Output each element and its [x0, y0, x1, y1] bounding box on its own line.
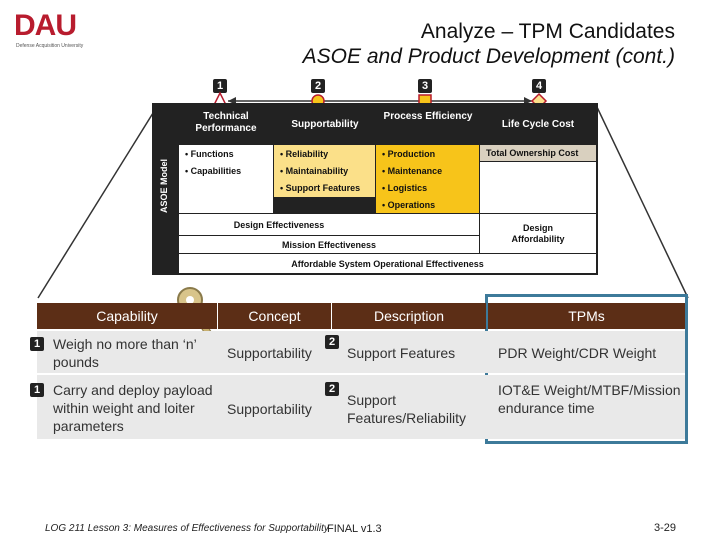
asoe-header-process: Process Efficiency — [383, 111, 473, 122]
asoe-item: • Maintainability — [280, 166, 349, 176]
asoe-header-technical: Technical Performance — [195, 111, 257, 134]
capability-cell: Carry and deploy payload within weight a… — [53, 382, 213, 434]
asoe-col-lcc: Total Ownership Cost — [480, 145, 596, 161]
asoe-ase-row: Affordable System Operational Effectiven… — [179, 254, 596, 273]
marker-1-badge: 1 — [213, 79, 227, 93]
asoe-model-diagram: ASOE Model Technical Performance Support… — [152, 103, 598, 275]
page-subtitle: ASOE and Product Development (cont.) — [302, 45, 675, 68]
description-cell: Support Features — [347, 345, 456, 361]
asoe-item: • Operations — [382, 200, 436, 210]
asoe-col-process: • Production • Maintenance • Logistics •… — [376, 145, 479, 213]
asoe-mission-effectiveness: Mission Effectiveness — [179, 236, 479, 253]
row-badge: 2 — [325, 382, 339, 396]
marker-2-badge: 2 — [311, 79, 325, 93]
asoe-side-label-box: ASOE Model — [154, 153, 174, 223]
asoe-header-lcc: Life Cycle Cost — [501, 119, 575, 130]
asoe-side-label: ASOE Model — [159, 159, 169, 214]
page-title: Analyze – TPM Candidates — [420, 20, 675, 43]
table-header-concept: Concept — [218, 303, 331, 329]
asoe-design-affordability: Design Affordability — [480, 214, 596, 253]
concept-cell: Supportability — [227, 345, 312, 361]
dau-logo: DAU Defense Acquisition University — [14, 10, 114, 52]
tpms-cell: PDR Weight/CDR Weight — [498, 345, 657, 361]
capability-cell: Weigh no more than ‘n’ pounds — [53, 336, 197, 370]
footer-page-number: 3-29 — [654, 522, 677, 534]
footer-course: LOG 211 Lesson 3: Measures of Effectiven… — [45, 523, 329, 534]
marker-3-badge: 3 — [418, 79, 432, 93]
row-badge: 1 — [30, 383, 44, 397]
asoe-col-technical: • Functions • Capabilities — [179, 145, 273, 213]
logo-subtext: Defense Acquisition University — [16, 43, 84, 49]
tpms-cell: IOT&E Weight/MTBF/Mission endurance time — [498, 382, 681, 416]
asoe-design-effectiveness-label: Design Effectiveness — [233, 220, 325, 230]
table-row — [37, 331, 685, 373]
row-badge: 2 — [325, 335, 339, 349]
asoe-item: • Functions — [185, 149, 234, 159]
asoe-item: • Logistics — [382, 183, 428, 193]
table-header-tpms: TPMs — [488, 303, 685, 329]
description-cell: Support Features/Reliability — [347, 392, 467, 426]
asoe-item: • Maintenance — [382, 166, 443, 176]
asoe-ase-label: Affordable System Operational Effectiven… — [291, 259, 484, 269]
asoe-header-supportability: Supportability — [291, 119, 359, 130]
asoe-item: • Reliability — [280, 149, 329, 159]
asoe-design-affordability-label: Design Affordability — [511, 223, 565, 244]
asoe-lcc-blank — [480, 162, 596, 213]
table-row — [37, 375, 685, 439]
asoe-item: • Capabilities — [185, 166, 242, 176]
logo-text: DAU — [14, 9, 77, 42]
asoe-mission-effectiveness-label: Mission Effectiveness — [281, 240, 377, 250]
asoe-item: Total Ownership Cost — [486, 148, 579, 158]
table-header-description: Description — [332, 303, 486, 329]
asoe-col-supportability: • Reliability • Maintainability • Suppor… — [274, 145, 375, 197]
footer-version: FINAL v1.3 — [327, 523, 382, 535]
asoe-design-effectiveness: Design Effectiveness — [179, 214, 479, 235]
table-header-capability: Capability — [37, 303, 217, 329]
asoe-item: • Support Features — [280, 183, 361, 193]
row-badge: 1 — [30, 337, 44, 351]
asoe-item: • Production — [382, 149, 436, 159]
concept-cell: Supportability — [227, 401, 312, 417]
marker-4-badge: 4 — [532, 79, 546, 93]
